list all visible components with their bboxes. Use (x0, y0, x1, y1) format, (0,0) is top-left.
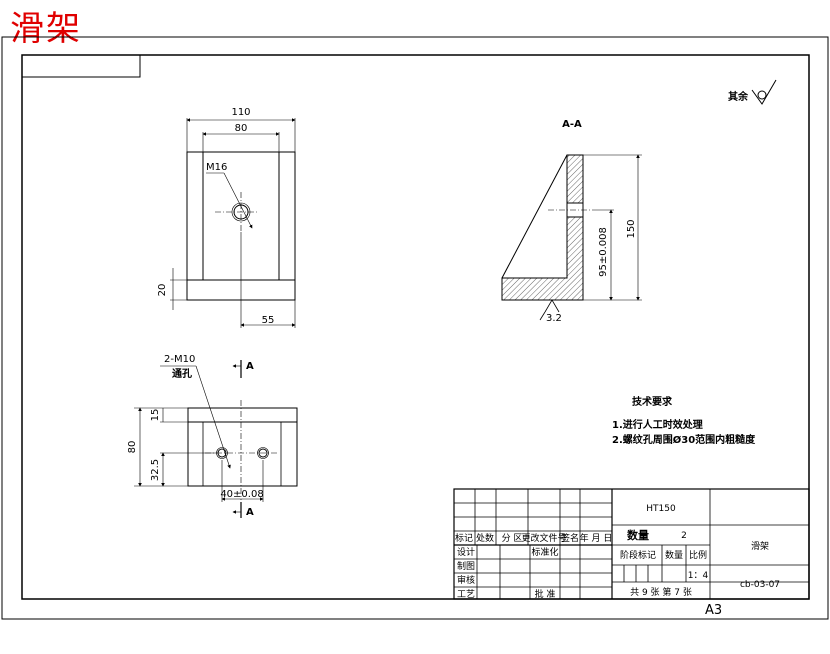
rev-header-date: 年 月 日 (580, 532, 613, 544)
role-drafting: 制图 (457, 560, 475, 572)
dim-40: 40±0.08 (220, 489, 263, 500)
rev-header-mark: 标记 (455, 532, 473, 544)
role-review: 审核 (457, 574, 475, 586)
sheet-size: A3 (705, 603, 722, 618)
outer-border (1, 36, 829, 620)
section-view (501, 154, 642, 321)
rev-header-count: 处数 (476, 532, 494, 544)
dim-95: 95±0.008 (598, 227, 609, 277)
corner-box (21, 54, 141, 78)
dim-32-5: 32.5 (150, 459, 161, 481)
rev-header-sign: 签名 (561, 532, 579, 544)
title-block (453, 488, 810, 600)
dim-55: 55 (262, 315, 275, 326)
tech-req-item-2: 2.螺纹孔周围Ø30范围内粗糙度 (612, 433, 756, 446)
through-hole-label: 通孔 (172, 367, 192, 380)
standardization-label: 标准化 (531, 546, 558, 558)
rev-header-doc: 更改文件号 (521, 532, 566, 544)
weight-label: 数量 (665, 549, 683, 561)
part-name: 滑架 (751, 541, 769, 552)
roughness-symbol (751, 79, 777, 105)
dim-15: 15 (150, 409, 161, 422)
dim-80-top: 80 (235, 123, 248, 134)
hole-label-m16: M16 (206, 162, 227, 173)
dim-80-bottom: 80 (127, 441, 138, 454)
dim-150: 150 (626, 219, 637, 238)
qty-value: 2 (681, 531, 687, 541)
section-marker-bottom: A (246, 507, 254, 518)
bottom-view (134, 360, 298, 518)
role-design: 设计 (457, 546, 475, 558)
role-process: 工艺 (457, 589, 475, 600)
material: HT150 (646, 504, 676, 514)
rev-header-zone: 分 区 (502, 533, 523, 544)
roughness-value: 3.2 (546, 313, 562, 324)
stage-label: 阶段标记 (620, 549, 656, 561)
section-marker-top: A (246, 361, 254, 372)
roughness-note: 其余 (728, 90, 749, 103)
top-view (170, 118, 296, 328)
hole-label-2m10: 2-M10 (164, 354, 195, 365)
scale-label: 比例 (689, 549, 707, 561)
approve-label: 批 准 (535, 588, 556, 600)
section-label: A-A (562, 119, 582, 130)
dim-20: 20 (157, 284, 168, 297)
inner-frame (21, 54, 810, 600)
qty-label: 数量 (627, 528, 649, 542)
sheet-count: 共 9 张 第 7 张 (630, 586, 692, 598)
dim-110: 110 (231, 107, 250, 118)
scale-value: 1：4 (688, 571, 709, 581)
drawing-title-stamp: 滑架 (10, 9, 82, 49)
tech-req-item-1: 1.进行人工时效处理 (612, 418, 703, 431)
drawing-number: cb-03-07 (740, 580, 780, 590)
tech-req-heading: 技术要求 (632, 395, 673, 408)
